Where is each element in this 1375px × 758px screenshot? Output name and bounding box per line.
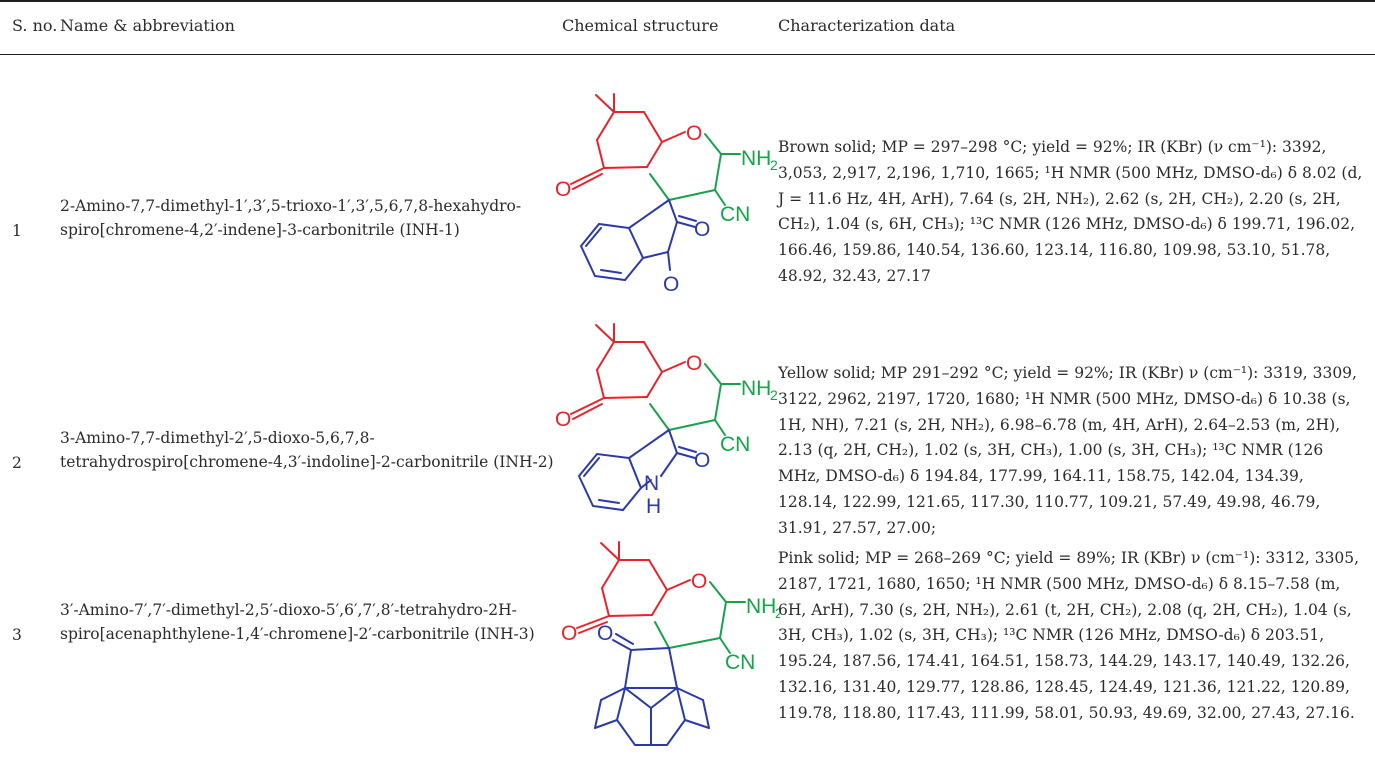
ketone-oxygen-label: O [555,178,571,201]
nitrile-label: CN [720,433,750,456]
ketone-oxygen-label: O [561,622,577,645]
acenaphthenone-oxygen-label: O [597,622,613,645]
header-structure: Chemical structure [562,16,719,35]
nitrile-label: CN [725,651,755,674]
row-number: 3 [12,626,22,644]
dione-oxygen-label-2: O [663,273,679,296]
header-rule [0,54,1375,55]
ring-oxygen-label: O [691,570,707,593]
amino-subscript: 2 [775,605,780,621]
header-data: Characterization data [778,16,956,35]
characterization-data: Yellow solid; MP 291–292 °C; yield = 92%… [778,364,1357,537]
amino-label: NH [746,595,776,618]
header-name: Name & abbreviation [60,16,235,35]
header-sno: S. no. [12,16,58,35]
chemical-structure-inh2: O NH 2 O CN O N H [555,323,778,518]
hydrogen-label: H [646,495,661,518]
amino-label: NH [741,147,771,170]
chemical-structure-inh1: O NH 2 O CN O O [555,93,778,296]
chemical-structure-inh3: O NH 2 O CN O [561,541,780,746]
dione-oxygen-label: O [694,218,710,241]
characterization-data: Brown solid; MP = 297–298 °C; yield = 92… [778,138,1363,285]
characterization-data: Pink solid; MP = 268–269 °C; yield = 89%… [778,549,1360,722]
amino-subscript: 2 [770,157,778,173]
compound-name: 3′-Amino-7′,7′-dimethyl-2,5′-dioxo-5′,6′… [60,601,535,643]
table-top-rule [0,0,1375,2]
ring-oxygen-label: O [686,122,702,145]
ketone-oxygen-label: O [555,408,571,431]
compound-name: 3-Amino-7,7-dimethyl-2′,5-dioxo-5,6,7,8-… [60,429,554,471]
nitrile-label: CN [720,203,750,226]
ring-oxygen-label: O [686,352,702,375]
lactam-oxygen-label: O [694,449,710,472]
compound-name: 2-Amino-7,7-dimethyl-1′,3′,5-trioxo-1′,3… [60,197,522,239]
row-number: 1 [12,222,22,240]
amino-subscript: 2 [770,387,778,403]
nitrogen-label: N [644,472,659,495]
amino-label: NH [741,377,771,400]
row-number: 2 [12,454,22,472]
